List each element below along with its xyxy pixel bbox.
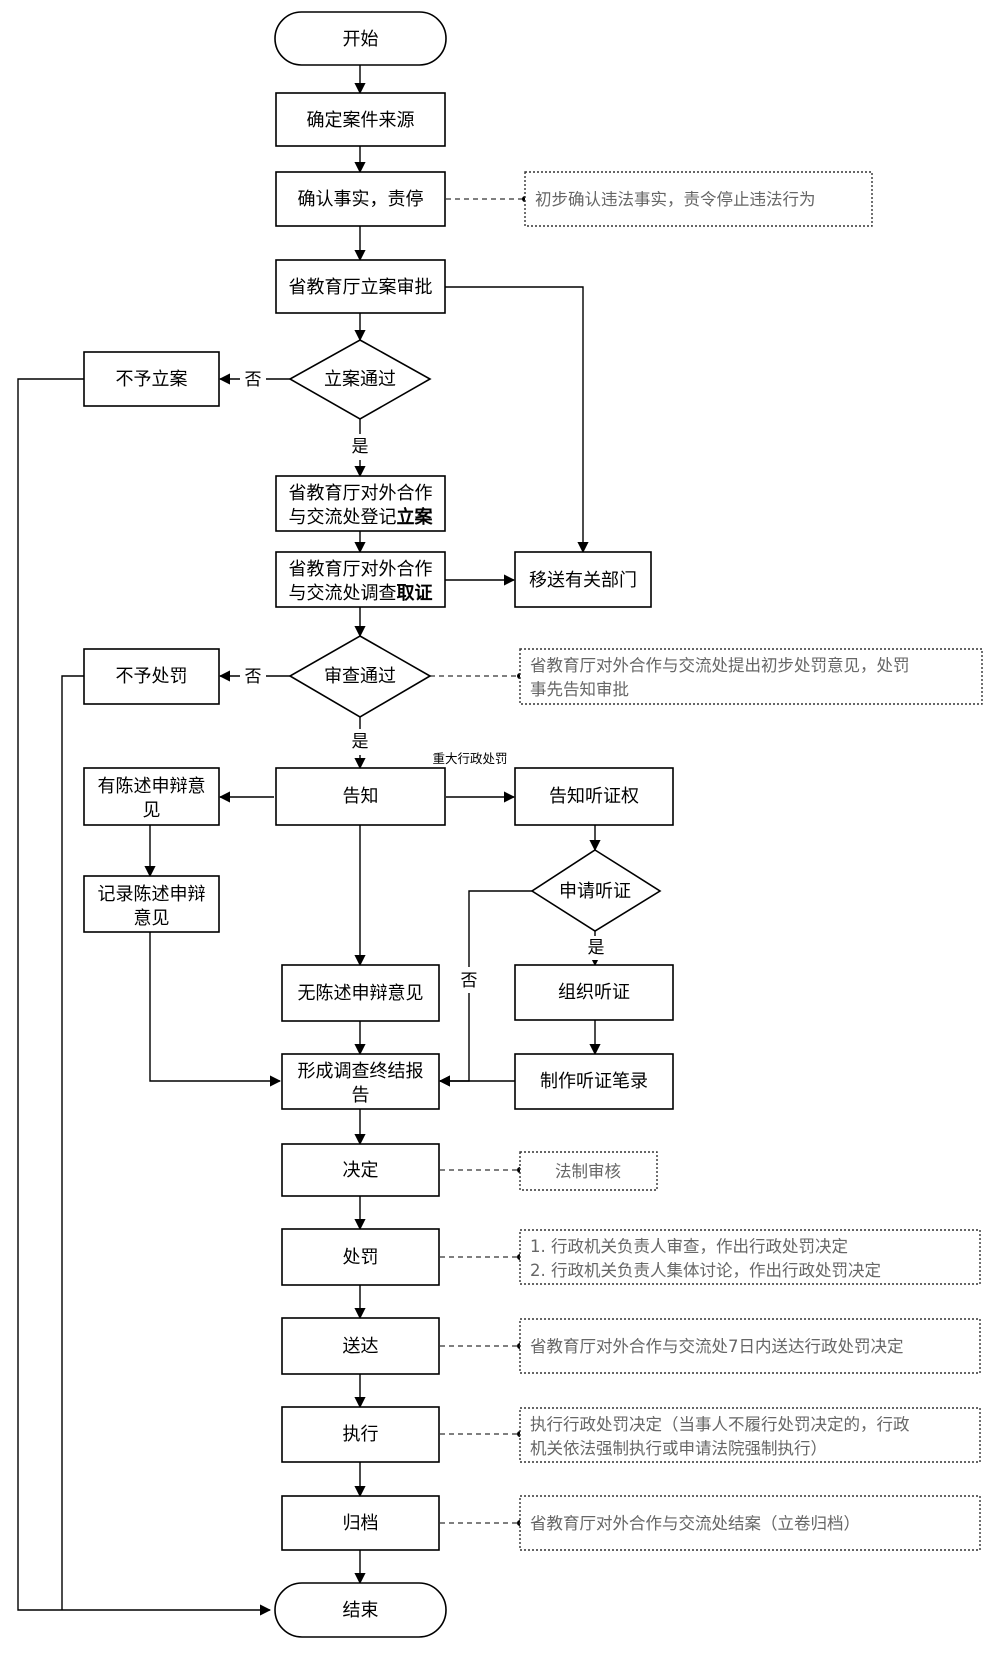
note-review-line1: 省教育厅对外合作与交流处提出初步处罚意见，处罚 (530, 656, 910, 675)
node-has-defense: 有陈述申辩意 见 (83, 767, 220, 826)
node-investigate: 省教育厅对外合作 与交流处调查取证 (275, 551, 446, 608)
node-start-label: 开始 (343, 29, 379, 50)
node-approve-label: 省教育厅立案审批 (289, 277, 433, 298)
node-archive: 归档 (281, 1495, 440, 1551)
edge-labels: 否 是 否 是 重大行政处罚 是 否 (240, 366, 608, 993)
note-punish-line2: 2. 行政机关负责人集体讨论，作出行政处罚决定 (530, 1261, 881, 1280)
node-deliver: 送达 (281, 1317, 440, 1375)
node-end: 结束 (274, 1582, 447, 1638)
node-register: 省教育厅对外合作 与交流处登记立案 (275, 475, 446, 532)
edge-record-report (149, 932, 282, 1087)
node-no-penalty-label: 不予处罚 (116, 666, 188, 687)
node-no-filing-label: 不予立案 (116, 369, 188, 390)
node-has-defense-line2: 见 (143, 800, 161, 821)
note-archive: 省教育厅对外合作与交流处结案（立卷归档） (519, 1495, 981, 1551)
edge-label-yes-3: 是 (588, 938, 605, 958)
edge-label-yes-2: 是 (352, 732, 369, 752)
edge-label-no-2: 否 (245, 667, 262, 687)
node-investigate-line1: 省教育厅对外合作 (289, 559, 433, 580)
note-connectors (430, 196, 528, 1526)
node-end-label: 结束 (343, 1600, 379, 1621)
edge-nopenalty-end (61, 675, 84, 1610)
node-transfer-label: 移送有关部门 (529, 570, 637, 591)
node-notify-hearing-label: 告知听证权 (549, 786, 639, 807)
note-confirm-text: 初步确认违法事实，责令停止违法行为 (535, 190, 816, 209)
decision-apply-hearing: 申请听证 (530, 849, 662, 932)
node-hearing-record: 制作听证笔录 (514, 1053, 674, 1110)
node-final-report-line1: 形成调查终结报 (298, 1061, 424, 1082)
decision-review-label: 审查通过 (324, 666, 396, 687)
node-record-defense-line1: 记录陈述申辩 (98, 884, 206, 905)
note-review-line2: 事先告知审批 (530, 680, 629, 699)
node-approve: 省教育厅立案审批 (275, 259, 446, 314)
decision-filing-label: 立案通过 (324, 369, 396, 390)
node-source: 确定案件来源 (275, 92, 446, 147)
node-has-defense-line1: 有陈述申辩意 (98, 776, 206, 797)
node-execute: 执行 (281, 1406, 440, 1463)
node-register-line1: 省教育厅对外合作 (289, 483, 433, 504)
node-notify-hearing: 告知听证权 (514, 767, 674, 826)
edge-nofiling-end (17, 378, 272, 1616)
note-punish: 1. 行政机关负责人审查，作出行政处罚决定 2. 行政机关负责人集体讨论，作出行… (519, 1229, 981, 1285)
edge-label-no-3: 否 (461, 971, 478, 991)
decision-filing: 立案通过 (288, 339, 432, 420)
note-review: 省教育厅对外合作与交流处提出初步处罚意见，处罚 事先告知审批 (519, 648, 983, 705)
node-organize-hearing-label: 组织听证 (558, 982, 630, 1003)
node-no-defense-label: 无陈述申辩意见 (298, 983, 424, 1004)
note-execute-line2: 机关依法强制执行或申请法院强制执行） (530, 1439, 827, 1458)
note-archive-text: 省教育厅对外合作与交流处结案（立卷归档） (530, 1514, 860, 1533)
node-no-defense: 无陈述申辩意见 (281, 964, 440, 1022)
decision-apply-hearing-label: 申请听证 (559, 881, 631, 902)
node-record-defense: 记录陈述申辩 意见 (83, 875, 220, 933)
node-deliver-label: 送达 (343, 1336, 379, 1357)
decision-review: 审查通过 (288, 635, 432, 718)
note-deliver: 省教育厅对外合作与交流处7日内送达行政处罚决定 (519, 1318, 981, 1374)
note-decide-text: 法制审核 (555, 1162, 621, 1181)
node-archive-label: 归档 (343, 1513, 379, 1534)
note-execute: 执行行政处罚决定（当事人不履行处罚决定的，行政 机关依法强制执行或申请法院强制执… (519, 1407, 981, 1463)
node-punish: 处罚 (281, 1228, 440, 1286)
node-organize-hearing: 组织听证 (514, 964, 674, 1021)
edge-label-no-1: 否 (245, 370, 262, 390)
edge-label-yes-1: 是 (352, 437, 369, 457)
node-register-line2: 与交流处登记立案 (289, 506, 434, 528)
node-final-report: 形成调查终结报 告 (281, 1053, 440, 1110)
node-notify-label: 告知 (343, 786, 379, 807)
note-deliver-text: 省教育厅对外合作与交流处7日内送达行政处罚决定 (530, 1337, 904, 1356)
note-punish-line1: 1. 行政机关负责人审查，作出行政处罚决定 (530, 1237, 848, 1256)
node-hearing-record-label: 制作听证笔录 (540, 1071, 648, 1092)
edge-approve-transfer (444, 286, 589, 554)
node-no-penalty: 不予处罚 (83, 648, 220, 705)
node-notify: 告知 (275, 767, 446, 826)
edge-label-major-penalty: 重大行政处罚 (432, 751, 507, 766)
node-decide: 决定 (281, 1143, 440, 1197)
node-confirm: 确认事实，责停 (275, 171, 446, 227)
node-source-label: 确定案件来源 (307, 110, 415, 131)
note-decide: 法制审核 (519, 1151, 658, 1191)
node-transfer: 移送有关部门 (514, 551, 652, 608)
node-confirm-label: 确认事实，责停 (298, 189, 424, 210)
node-record-defense-line2: 意见 (134, 908, 170, 929)
node-no-filing: 不予立案 (83, 351, 220, 407)
node-investigate-line2: 与交流处调查取证 (289, 583, 433, 604)
node-start: 开始 (274, 11, 447, 66)
note-confirm: 初步确认违法事实，责令停止违法行为 (524, 171, 873, 227)
node-decide-label: 决定 (343, 1160, 379, 1181)
node-execute-label: 执行 (343, 1424, 379, 1445)
note-execute-line1: 执行行政处罚决定（当事人不履行处罚决定的，行政 (530, 1415, 910, 1434)
node-final-report-line2: 告 (352, 1085, 370, 1106)
node-punish-label: 处罚 (343, 1247, 379, 1268)
